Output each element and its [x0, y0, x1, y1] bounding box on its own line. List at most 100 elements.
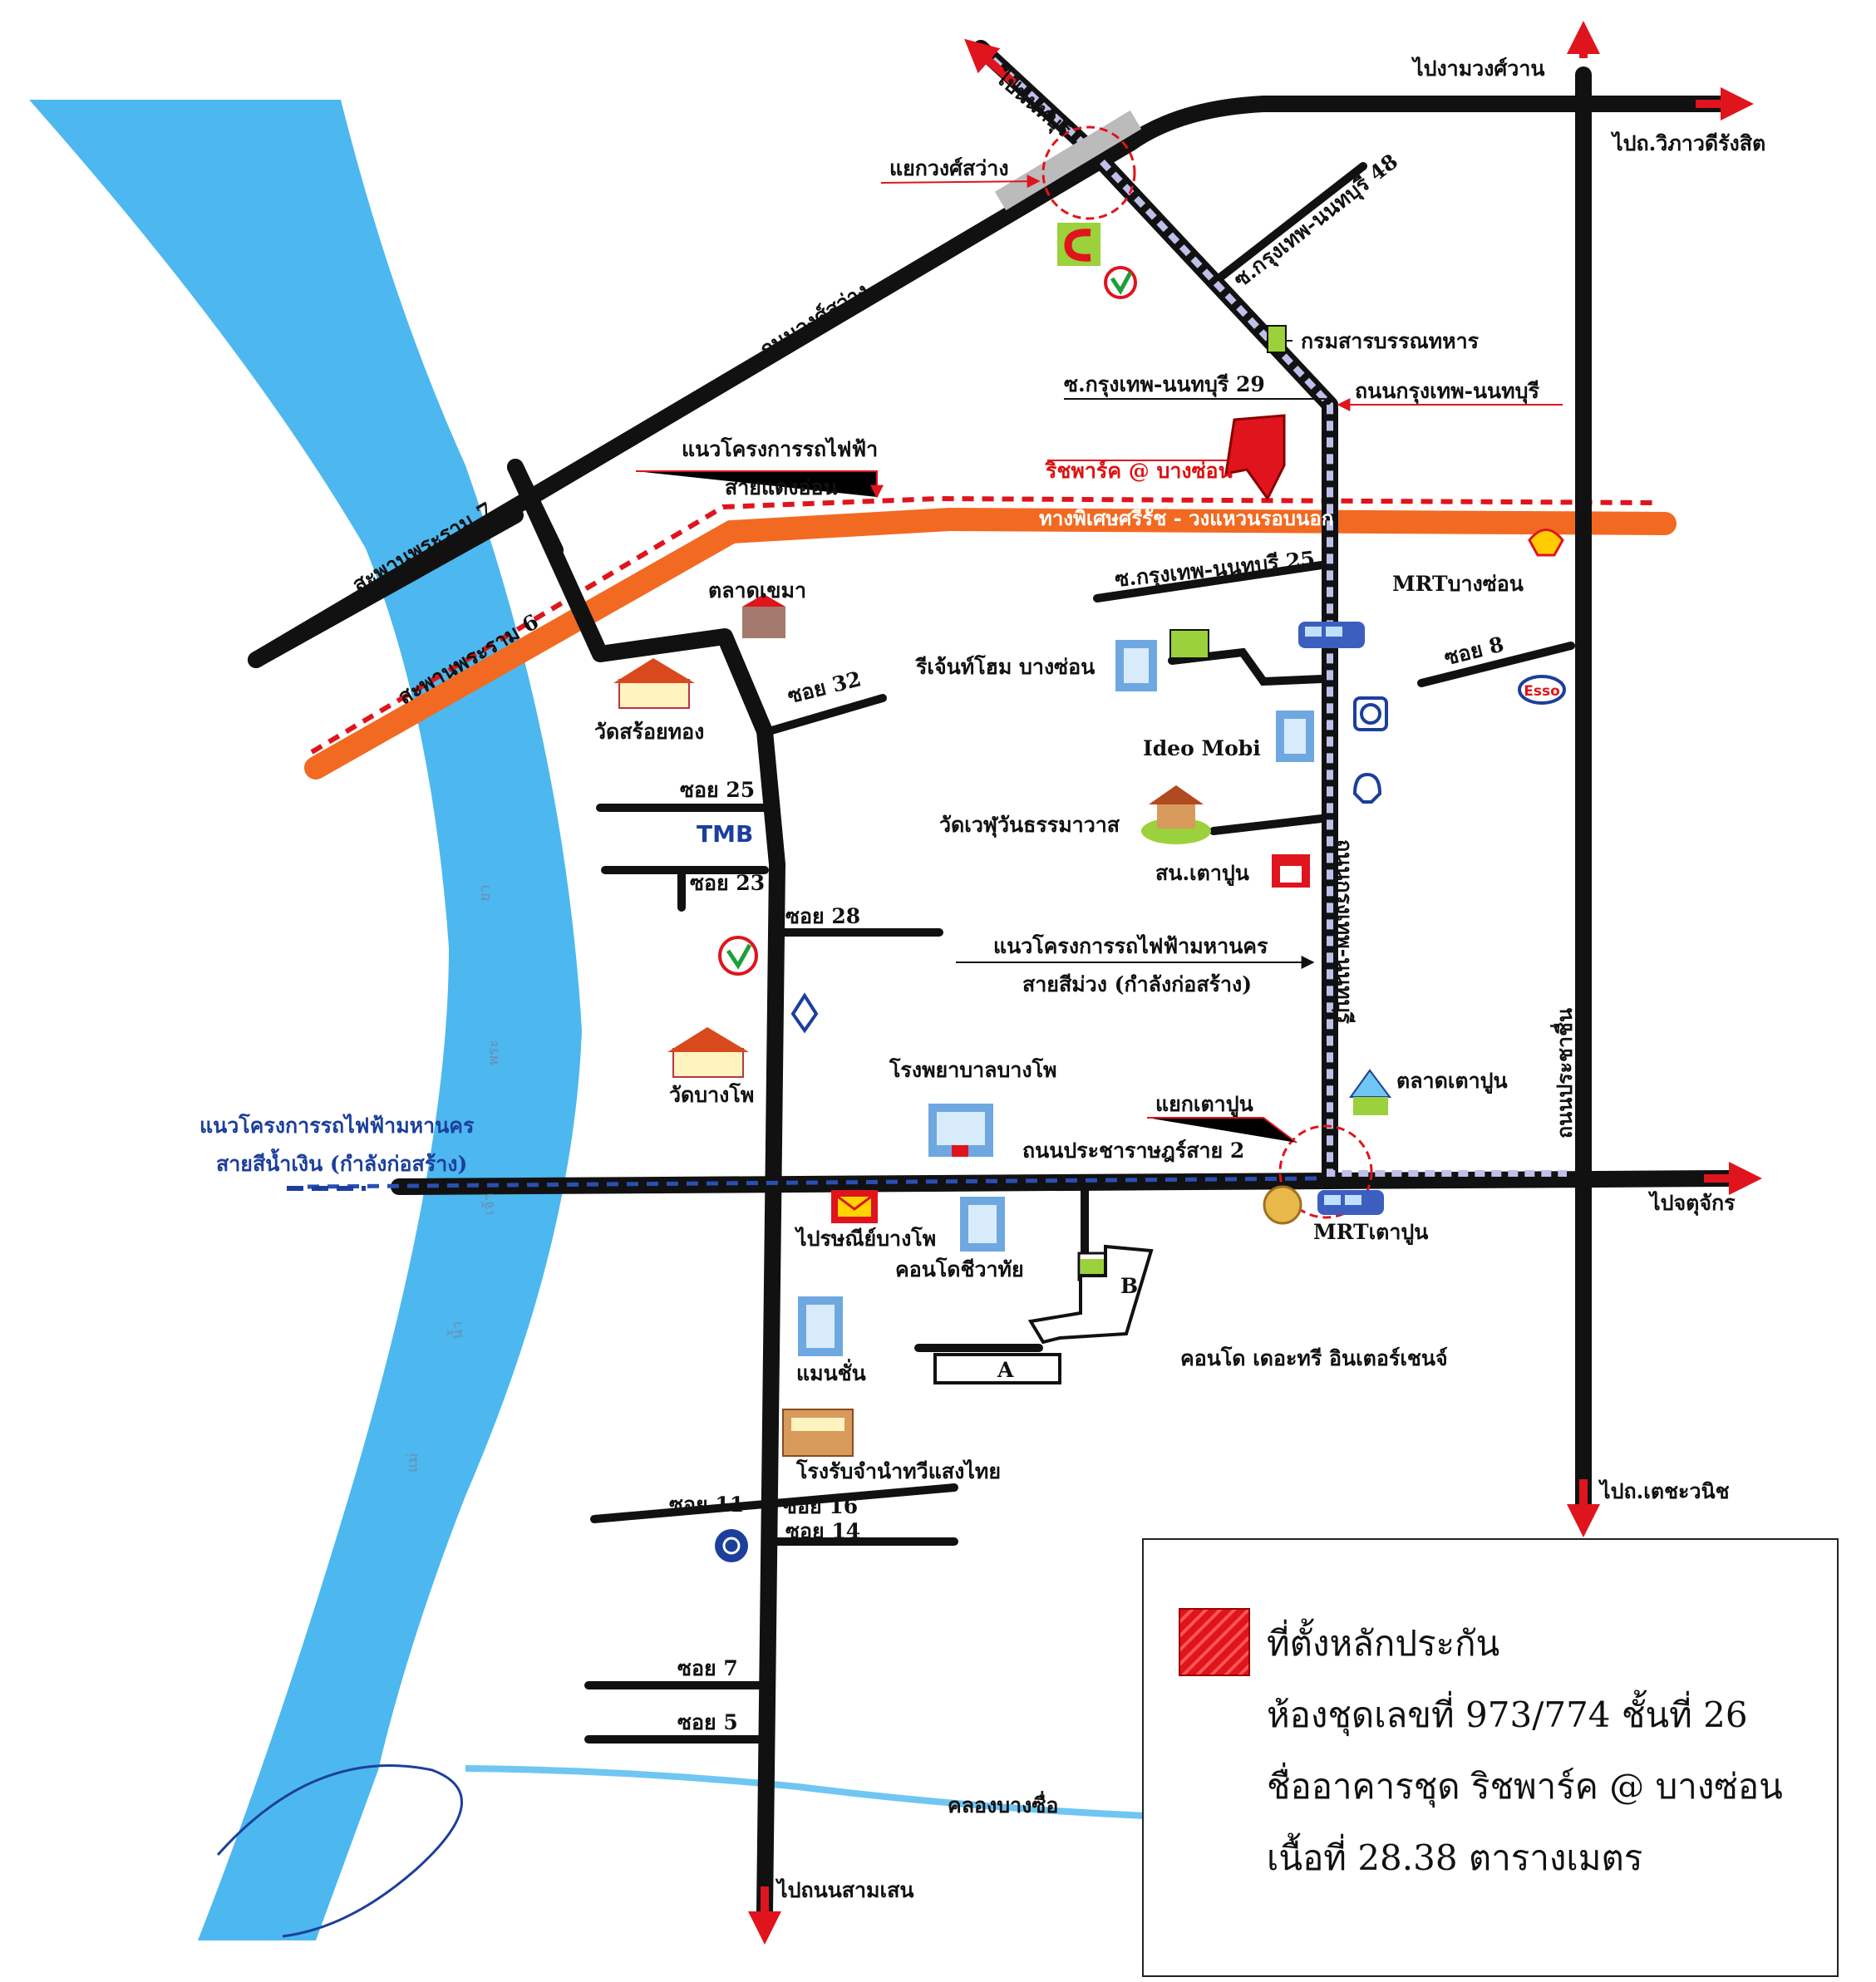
label-wat-khianwan: วัดเวฬุวันธรรมาวาส: [939, 813, 1120, 837]
soi-16-11: [590, 1483, 958, 1523]
bangkok-bank-icon-right: [1352, 772, 1382, 804]
wat-khianwan-connector: [1209, 814, 1326, 835]
callout-taopoon-junction: [1147, 1117, 1297, 1143]
scb-bank-icon-left: [715, 1529, 748, 1562]
label-river-3: เจ้า: [480, 1193, 498, 1215]
bangpho-hospital-building-icon: [928, 1104, 993, 1157]
label-ktnb-road: ถนนกรุงเทพ-นนทบุรี: [1355, 379, 1539, 403]
label-purple-line-1: แนวโครงการรถไฟฟ้ามหานคร: [993, 934, 1268, 958]
label-to-ngamwongwan: ไปงามวงศ์วาน: [1413, 57, 1545, 81]
label-soi-14: ซอย 14: [785, 1519, 861, 1543]
purple-line-rail: [978, 46, 1567, 1177]
rama6-link: [507, 459, 785, 1920]
label-condo-chiwathai: คอนโดชีวาทัย: [895, 1257, 1024, 1281]
mrt-taopoon-train-icon: [1317, 1190, 1384, 1215]
rama7-bridge: [248, 507, 524, 668]
label-ideo-mobi: Ideo Mobi: [1143, 736, 1261, 760]
shell-station-icon: [1528, 529, 1564, 557]
label-river-2: น้ำ: [449, 1321, 466, 1340]
label-to-vibhavadi: ไปถ.วิภาวดีรังสิต: [1613, 131, 1766, 155]
svg-text:Esso: Esso: [1524, 683, 1560, 700]
wat-khianwan-temple-icon: [1141, 785, 1211, 844]
legend-area: เนื้อที่ 28.38 ตารางเมตร: [1267, 1837, 1643, 1878]
label-to-techawanit: ไปถ.เตชะวนิช: [1600, 1479, 1730, 1503]
condo-access: [914, 1183, 1089, 1352]
khema-market-icon: [742, 594, 785, 638]
pawnshop-building-icon: [782, 1409, 854, 1457]
label-pracharat-sai2: ถนนประชาราษฎร์สาย 2: [1022, 1139, 1245, 1163]
label-purple-line-2: สายสีม่วง (กำลังก่อสร้าง): [1022, 972, 1253, 996]
regent-home-lot: [1169, 629, 1209, 659]
pracharat-sai2-road: [391, 1170, 1737, 1195]
kasikorn-bank-icon-left: [718, 936, 758, 976]
label-taopoon-market: ตลาดเตาปูน: [1396, 1069, 1508, 1093]
label-kwongsawang-junction: แยกวงศ์สว่าง: [889, 156, 1009, 180]
mansion-building-icon: [798, 1296, 843, 1356]
label-soi-25: ซอย 25: [680, 778, 756, 802]
red-line-rail: [310, 495, 1657, 755]
soi-ktnb-48: [1209, 162, 1367, 287]
label-soi-23: ซอย 23: [690, 871, 766, 895]
river-outline: [216, 1764, 464, 1938]
kwongsawang-junction-circle: [1041, 125, 1136, 220]
label-richpark: ริชพาร์ค @ บางซ่อน: [1046, 459, 1233, 483]
richpark-site-marker: [1224, 414, 1286, 501]
label-red-line-project-2: สายแดงอ่อน: [725, 475, 838, 499]
soi-23: [601, 866, 769, 912]
khlong-bangsue: [465, 1765, 1146, 1819]
callout-red-line: [636, 470, 884, 499]
label-soi-5: ซอย 5: [677, 1710, 738, 1734]
label-pracharuen-road: ถนนประชาชื่น: [1553, 1007, 1577, 1139]
label-bldg-b: B: [1120, 1274, 1139, 1298]
label-soi-11: ซอย 11: [669, 1493, 745, 1517]
label-blue-line-1: แนวโครงการรถไฟฟ้ามหานคร: [199, 1114, 475, 1138]
label-river-5: ยา: [476, 884, 494, 902]
wat-bangpho-temple-icon: [667, 1027, 749, 1078]
label-taopoon-junction: แยกเตาปูน: [1155, 1092, 1253, 1116]
soi-8: [1417, 642, 1575, 687]
bangpho-post-icon: [831, 1190, 878, 1223]
label-mansion: แมนชั่น: [796, 1361, 866, 1385]
label-river-4: พระ: [485, 1039, 502, 1065]
arrow-to-nonthaburi: [964, 38, 1017, 86]
label-bldg-a: A: [997, 1358, 1014, 1382]
legend-title: ที่ตั้งหลักประกัน: [1267, 1623, 1500, 1664]
collateral-site-swatch: [1179, 1608, 1250, 1676]
label-mrt-bangson: MRTบางซ่อน: [1392, 572, 1524, 596]
collateral-legend: ที่ตั้งหลักประกัน ห้องชุดเลขที่ 973/774 …: [1142, 1538, 1839, 1977]
condo-tree-buildings: [933, 1244, 1154, 1384]
label-soi-7: ซอย 7: [677, 1656, 738, 1680]
esso-station-icon: Esso: [1518, 675, 1566, 705]
thai-govt-emblem-icon: [1263, 1185, 1302, 1225]
label-khlong-bangsue: คลองบางซื่อ: [948, 1793, 1059, 1817]
scb-bank-icon: [1353, 696, 1388, 731]
expressway-road: [304, 507, 1677, 780]
label-army-signal-dept: กรมสารบรรณทหาร: [1301, 329, 1480, 353]
label-taopoon-police: สน.เตาปูน: [1155, 861, 1249, 885]
label-regent-home: รีเจ้นท์โฮม บางซ่อน: [916, 655, 1096, 679]
legend-building-name: ชื่ออาคารชุด ริชพาร์ค @ บางซ่อน: [1267, 1766, 1783, 1807]
label-mrt-taopoon: MRTเตาปูน: [1313, 1220, 1429, 1244]
label-khema-market: ตลาดเขมา: [708, 578, 806, 602]
label-bangpho-post: ไปรษณีย์บางโพ: [796, 1227, 937, 1251]
taopoon-junction-circle: [1278, 1124, 1373, 1219]
regent-home-building-icon: [1115, 640, 1157, 691]
label-soi-ktnb-29: ซ.กรุงเทพ-นนทบุรี 29: [1064, 372, 1265, 396]
taopoon-market-icon: [1349, 1069, 1391, 1115]
label-blue-line-2: สายสีน้ำเงิน (กำลังก่อสร้าง): [216, 1152, 468, 1176]
chao-phraya-river: [29, 100, 582, 1940]
label-ktnb-road-vertical: ถนนกรุงเทพ-นนทบุรี: [1332, 839, 1357, 1024]
label-soi-28: ซอย 28: [785, 904, 861, 928]
callout-kwongsawang: [880, 175, 1041, 189]
ideo-mobi-building-icon: [1276, 711, 1314, 762]
label-wat-soithong: วัดสร้อยทอง: [594, 720, 705, 744]
label-wat-bangpho: วัดบางโพ: [669, 1083, 755, 1107]
label-to-samsen: ไปถนนสามเสน: [777, 1878, 914, 1902]
label-red-line-project-1: แนวโครงการรถไฟฟ้า: [682, 437, 879, 461]
blue-line-rail: [307, 1176, 1322, 1189]
label-bangpho-hospital: โรงพยาบาลบางโพ: [889, 1058, 1057, 1082]
soi-32: [765, 694, 887, 735]
big-c-icon: [1057, 223, 1100, 266]
soi-ktnb-25: [1093, 561, 1326, 602]
